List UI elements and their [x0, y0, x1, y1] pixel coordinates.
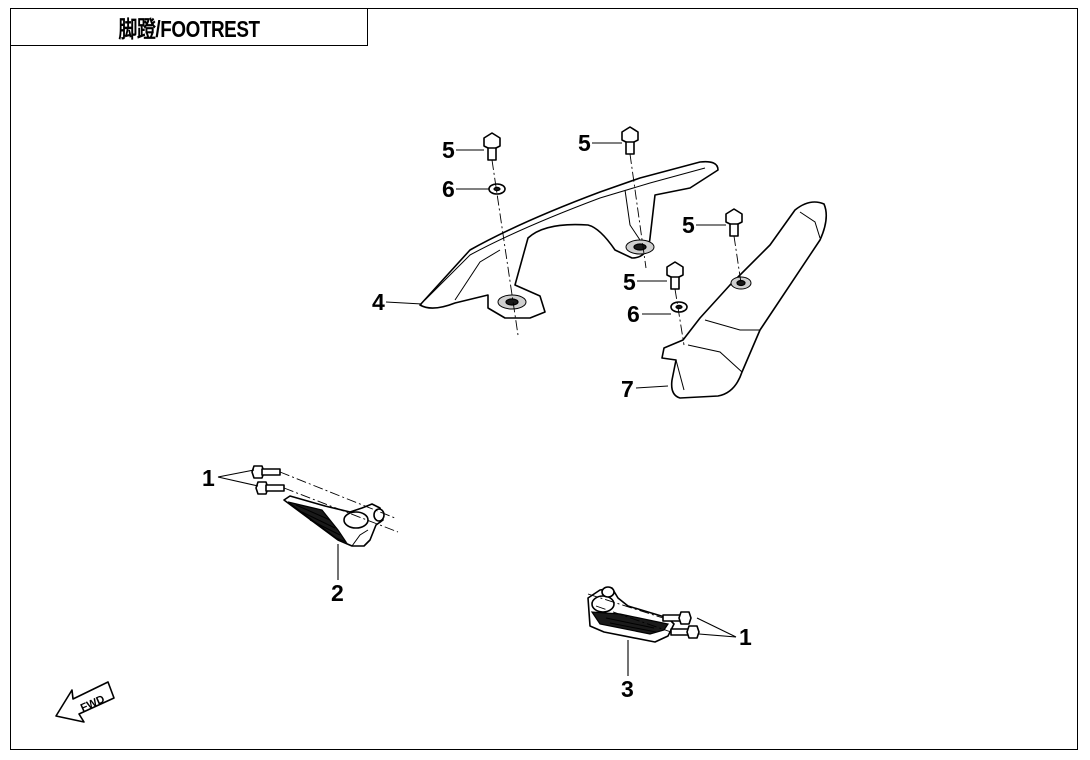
- callout-2: 2: [331, 580, 344, 606]
- callout-5-c: 5: [682, 212, 695, 238]
- part-5-bolt-a: [483, 132, 501, 161]
- part-1-bolts-right-pair: [662, 611, 700, 639]
- part-3-right-footpeg: [587, 586, 675, 643]
- part-1-bolts-left-pair: [251, 465, 285, 495]
- drawing-frame: [10, 8, 1078, 750]
- callout-5-b: 5: [578, 130, 591, 156]
- diagram-title: 脚蹬/FOOTREST: [118, 16, 260, 42]
- bolt-center-lines: [491, 153, 742, 346]
- part-6-washer-b: [670, 301, 688, 313]
- callout-5-d: 5: [623, 269, 636, 295]
- part-7-right-grab-handle: [661, 201, 828, 399]
- left-footpeg-center-lines: [279, 471, 399, 533]
- part-5-bolt-d: [666, 261, 684, 290]
- part-2-left-footpeg: [283, 495, 385, 547]
- callout-1-left: 1: [202, 465, 215, 491]
- callout-numbers: 5 6 5 5 5 6 4 7 1 2 3 1: [202, 130, 752, 702]
- callout-1-right: 1: [739, 624, 752, 650]
- callout-6-b: 6: [627, 301, 640, 327]
- part-5-bolt-c: [725, 208, 743, 237]
- callout-4: 4: [372, 289, 385, 315]
- leader-lines: [217, 142, 737, 676]
- forward-direction-arrow: FWD: [55, 681, 115, 723]
- title-box: 脚蹬/FOOTREST: [10, 8, 368, 46]
- callout-3: 3: [621, 676, 634, 702]
- callout-5-a: 5: [442, 137, 455, 163]
- part-4-left-grab-handle: [419, 160, 719, 319]
- callout-7: 7: [621, 376, 634, 402]
- right-footpeg-center-lines: [587, 593, 672, 633]
- part-5-bolt-b: [621, 126, 639, 155]
- callout-6-a: 6: [442, 176, 455, 202]
